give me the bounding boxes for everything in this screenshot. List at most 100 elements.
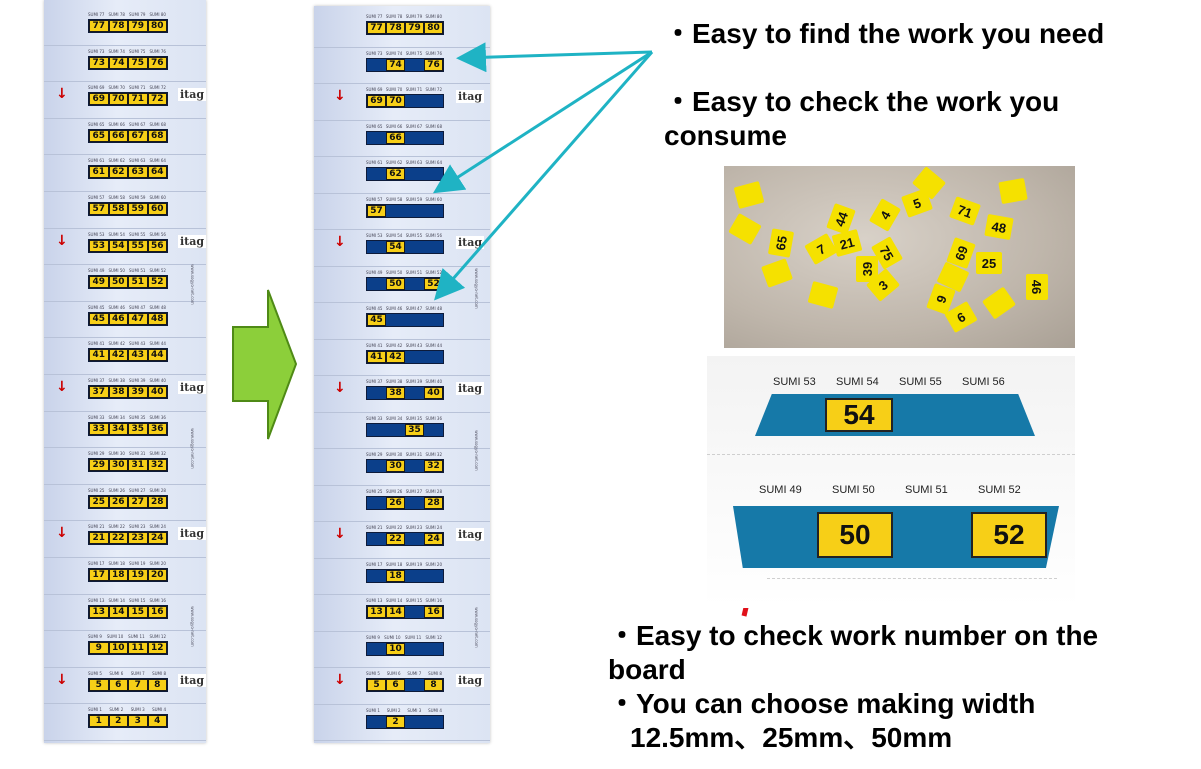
work-number-tag: 45 — [89, 312, 109, 325]
board-strip — [44, 520, 206, 558]
strip-label: SUMI 52 — [425, 269, 442, 275]
work-number-tag: 64 — [147, 166, 167, 179]
work-number-tag: 17 — [89, 569, 109, 581]
loose-number-chip: 25 — [976, 252, 1002, 274]
empty-slot — [424, 241, 443, 253]
strip-label: SUMI 79 — [129, 12, 146, 17]
work-number-tag: 59 — [128, 203, 148, 215]
board-strip — [44, 228, 206, 266]
strip-label: SUMI 62 — [385, 160, 403, 165]
strip-label: SUMI 15 — [405, 598, 423, 603]
work-number-tag: 9 — [89, 642, 109, 655]
work-number-tag: 41 — [367, 350, 386, 363]
number-tray: 18 — [366, 568, 444, 583]
strip-label: SUMI 45 — [88, 304, 105, 310]
empty-slot — [367, 496, 386, 509]
strip-label: SUMI 36 — [149, 414, 166, 420]
strip-label: SUMI 74 — [108, 48, 125, 54]
work-number-tag: 60 — [147, 203, 167, 215]
work-number-tag: 5 — [89, 678, 109, 691]
board-strip — [44, 301, 206, 339]
down-arrow-icon: ↓ — [334, 672, 346, 688]
strip-label: SUMI 4 — [152, 707, 166, 713]
work-number-tag: 8 — [147, 678, 167, 691]
work-number-tag: 24 — [424, 533, 443, 545]
strip-label: SUMI 7 — [407, 671, 422, 676]
work-number-tag: 28 — [424, 496, 443, 509]
strip-label: SUMI 46 — [385, 306, 403, 311]
work-number-tag: 7 — [128, 678, 148, 691]
board-strip — [314, 667, 490, 705]
strip-label: SUMI 67 — [405, 123, 423, 129]
strip-label: SUMI 43 — [405, 342, 423, 348]
board-strip — [44, 484, 206, 522]
work-number-tag: 18 — [386, 569, 405, 582]
strip-label: SUMI 1 — [88, 707, 102, 713]
board-strip — [314, 120, 490, 157]
strip-label: SUMI 77 — [88, 12, 105, 17]
strip-label: SUMI 57 — [88, 195, 105, 200]
empty-slot — [367, 569, 386, 582]
strip-label: SUMI 38 — [108, 378, 125, 383]
number-tray: 35 — [366, 422, 444, 437]
work-number-tag: 62 — [108, 166, 128, 179]
strip-label: SUMI 50 — [385, 269, 403, 275]
empty-slot — [405, 642, 424, 655]
board-strip — [314, 156, 490, 194]
empty-slot — [405, 314, 424, 326]
itag-logo: itag — [456, 674, 485, 687]
strip-label: SUMI 5 — [366, 671, 380, 676]
strip-label: SUMI 16 — [149, 597, 166, 603]
strip-label: SUMI 65 — [366, 123, 383, 129]
number-tray: 54 — [366, 240, 444, 254]
strip-label: SUMI 49 — [366, 269, 383, 275]
itag-logo: itag — [178, 381, 207, 394]
loose-number-chip: 21 — [831, 229, 863, 257]
work-number-tag: 69 — [367, 95, 386, 107]
work-number-tag: 15 — [128, 605, 148, 618]
strip-label: SUMI 9 — [88, 634, 102, 640]
empty-slot — [367, 533, 386, 545]
board-strip — [314, 485, 490, 522]
strip-label: SUMI 21 — [88, 524, 105, 530]
strip-label: SUMI 28 — [425, 488, 442, 494]
strip-label: SUMI 30 — [385, 452, 403, 457]
work-number-tag: 24 — [147, 532, 167, 545]
board-strip — [44, 8, 206, 46]
work-number-tag: 10 — [386, 642, 405, 655]
work-number-tag: 6 — [386, 679, 405, 691]
strip-label: SUMI 20 — [425, 561, 442, 567]
strip-label: SUMI 80 — [425, 14, 442, 19]
strip-label: SUMI 60 — [425, 196, 442, 202]
work-number-tag: 69 — [89, 93, 109, 106]
work-number-tag: 80 — [147, 20, 167, 32]
work-number-tag: 70 — [386, 95, 405, 107]
work-number-tag: 26 — [108, 495, 128, 508]
empty-slot — [405, 95, 424, 107]
empty-slot — [386, 423, 405, 436]
closeup-row1-tray — [755, 394, 1035, 436]
board-strip — [314, 10, 490, 48]
work-number-tag: 52 — [147, 276, 167, 289]
work-number-tag: 62 — [386, 168, 405, 180]
board-strip — [314, 302, 490, 340]
work-number-tag: 70 — [108, 93, 128, 106]
board-strip — [314, 47, 490, 84]
work-number-tag: 6 — [108, 678, 128, 691]
work-number-tag: 55 — [128, 239, 148, 252]
work-number-tag: 16 — [424, 606, 443, 618]
board-strip — [44, 264, 206, 302]
work-number-tag: 73 — [89, 56, 109, 69]
strip-label: SUMI 71 — [405, 87, 423, 92]
